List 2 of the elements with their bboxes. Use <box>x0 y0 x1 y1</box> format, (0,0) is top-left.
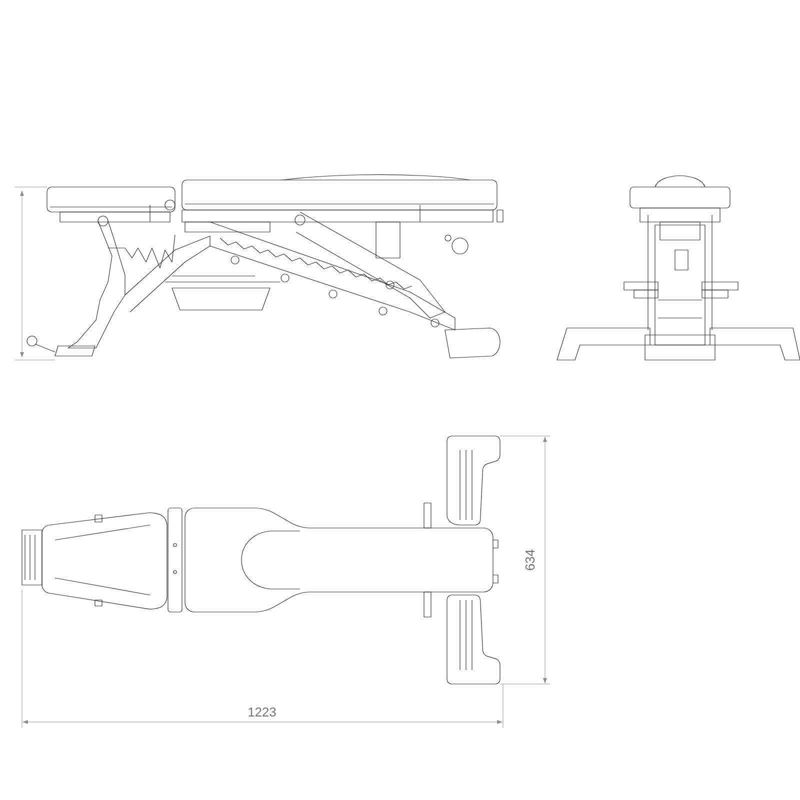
dimension-label: 634 <box>525 550 535 570</box>
dimension-label: 1223 <box>248 707 276 717</box>
